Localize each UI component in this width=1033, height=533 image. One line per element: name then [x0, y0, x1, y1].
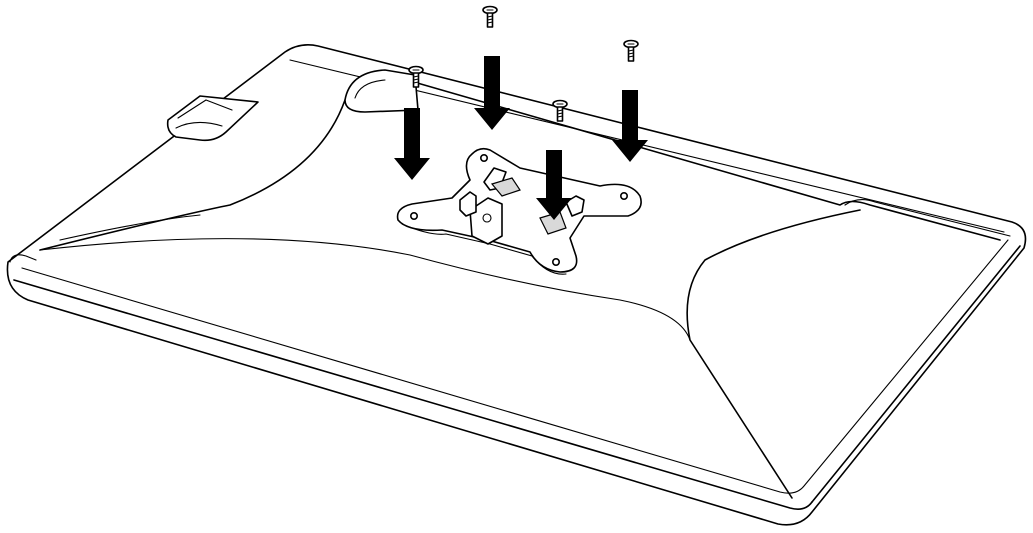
side-handle: [166, 95, 259, 142]
bracket-slot: [490, 177, 521, 197]
bracket-hole: [619, 192, 628, 201]
recess-shadow: [354, 79, 386, 99]
bezel-edge: [13, 279, 813, 510]
tab-hole: [482, 213, 492, 223]
down-arrow: [474, 56, 510, 130]
bracket-hole: [551, 257, 560, 266]
bezel-edge-right: [811, 245, 1021, 503]
housing-left-valley: [59, 214, 201, 241]
down-arrow: [612, 90, 648, 162]
bracket-hole: [409, 212, 418, 221]
handle-outer: [166, 95, 259, 142]
recess-outline: [344, 69, 419, 113]
bracket-bevel: [401, 223, 567, 275]
screw-thread: [556, 109, 564, 118]
right-ridge: [844, 199, 1011, 237]
screw: [482, 5, 498, 28]
screw-thread: [627, 49, 635, 58]
screw: [552, 99, 568, 122]
front-rim: [21, 239, 1009, 494]
down-arrow: [536, 150, 572, 220]
bracket-tab-left: [459, 191, 477, 217]
left-bevel: [9, 254, 37, 263]
bracket-hole: [479, 154, 488, 163]
housing-front-curve: [39, 238, 691, 341]
screw: [623, 39, 639, 62]
shell-outline: [6, 44, 1027, 526]
bracket-plate: [396, 147, 642, 273]
top-recess: [344, 69, 419, 113]
monitor-back-shell: [6, 44, 1027, 526]
housing-right-slope: [686, 209, 861, 499]
screw-thread: [412, 75, 420, 84]
bracket-tab-center: [469, 197, 503, 245]
screw: [408, 65, 424, 88]
handle-inner: [175, 99, 233, 129]
down-arrow: [394, 108, 430, 180]
bracket-tab-right: [565, 195, 585, 217]
screw-thread: [486, 15, 494, 24]
